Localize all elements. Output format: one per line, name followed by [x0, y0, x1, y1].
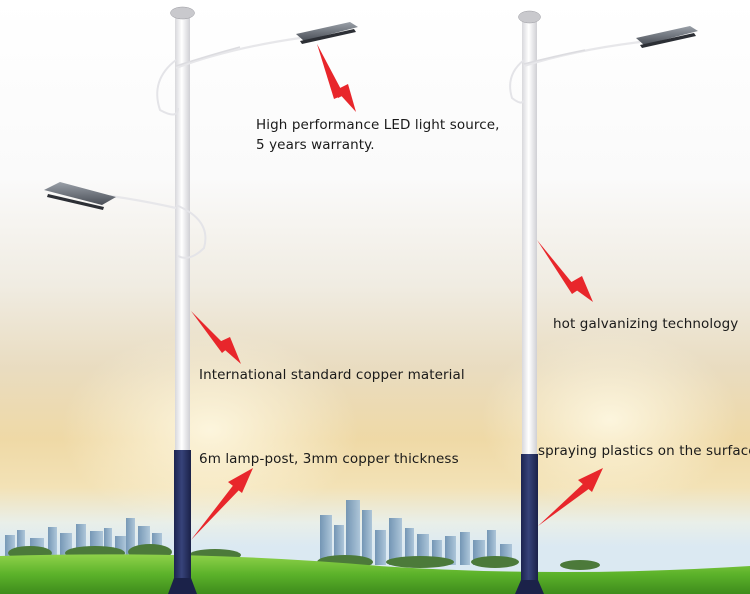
callout-arrows	[191, 44, 603, 540]
sun-glow	[60, 330, 360, 530]
arrow-spraying	[538, 468, 603, 526]
callout-galvanizing: hot galvanizing technology	[553, 316, 739, 332]
callout-spraying-plastics: spraying plastics on the surface	[538, 443, 750, 459]
arrow-copper	[191, 311, 241, 364]
callout-warranty: 5 years warranty.	[256, 137, 375, 153]
left-street-lamp	[44, 6, 358, 594]
right-street-lamp	[509, 10, 698, 594]
arrow-led	[317, 44, 356, 112]
arrow-galvanizing	[537, 240, 593, 302]
callout-copper-material: International standard copper material	[199, 367, 465, 383]
callout-lamp-post-thickness: 6m lamp-post, 3mm copper thickness	[199, 451, 459, 467]
arrow-lamppost	[191, 468, 253, 540]
callout-led-light-source: High performance LED light source,	[256, 117, 500, 133]
